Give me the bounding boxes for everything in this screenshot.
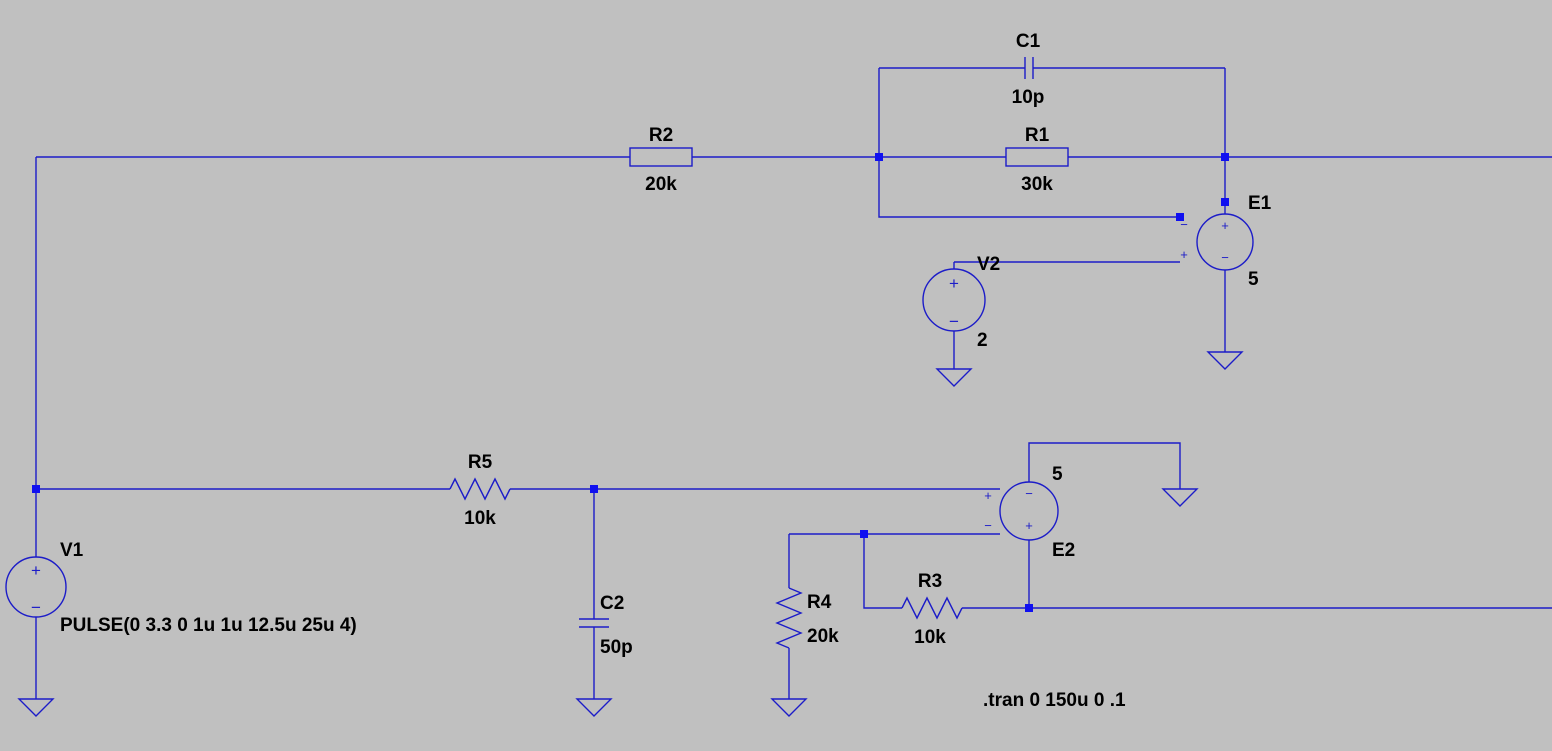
junction-dot [1176, 213, 1184, 221]
junction-dot [1025, 604, 1033, 612]
junction-dot [860, 530, 868, 538]
e2-value: 5 [1052, 464, 1063, 485]
v2-minus: − [949, 312, 959, 331]
e1-out-plus: + [1221, 218, 1229, 233]
junction-dot [1221, 198, 1229, 206]
resistor-r2[interactable]: R2 20k [629, 125, 693, 195]
v1-ref: V1 [60, 540, 84, 561]
resistor-r4[interactable]: R4 20k [775, 587, 839, 649]
junction-dot [590, 485, 598, 493]
e2-ctrl-minus: − [984, 518, 992, 533]
v1-plus: + [31, 561, 41, 580]
v2-ref: V2 [977, 254, 1000, 275]
v1-value: PULSE(0 3.3 0 1u 1u 12.5u 25u 4) [60, 615, 357, 636]
e2-ctrl-plus: + [984, 488, 992, 503]
junction-dot [32, 485, 40, 493]
ground-symbol [770, 698, 808, 717]
r4-value: 20k [807, 626, 839, 647]
c1-value: 10p [1012, 87, 1045, 108]
junctions [32, 153, 1229, 612]
ground-symbol [935, 368, 973, 387]
c2-value: 50p [600, 637, 633, 658]
e2-ref: E2 [1052, 540, 1075, 561]
r1-ref: R1 [1025, 125, 1050, 146]
voltage-source-v2[interactable]: + − V2 2 [922, 254, 1000, 351]
r1-value: 30k [1021, 174, 1053, 195]
resistor-r1[interactable]: R1 30k [1005, 125, 1069, 195]
e2-out-minus: − [1025, 486, 1033, 501]
resistor-r5[interactable]: R5 10k [449, 452, 511, 529]
wires [35, 67, 1552, 699]
junction-dot [875, 153, 883, 161]
vcvs-e1[interactable]: + − − + E1 5 [1180, 193, 1271, 290]
r3-ref: R3 [918, 571, 942, 592]
r5-ref: R5 [468, 452, 493, 473]
v2-value: 2 [977, 330, 988, 351]
ground-symbol [1161, 488, 1199, 507]
r2-value: 20k [645, 174, 677, 195]
spice-directive[interactable]: .tran 0 150u 0 .1 [983, 690, 1126, 711]
c2-ref: C2 [600, 593, 624, 614]
vcvs-e2[interactable]: − + + − 5 E2 [984, 464, 1075, 561]
junction-dot [1221, 153, 1229, 161]
e1-ref: E1 [1248, 193, 1272, 214]
r2-ref: R2 [649, 125, 673, 146]
r5-value: 10k [464, 508, 496, 529]
resistor-r3[interactable]: R3 10k [901, 571, 963, 648]
ground-symbol [17, 698, 55, 717]
ground-symbol [1206, 351, 1244, 370]
grounds [17, 351, 1244, 717]
r3-value: 10k [914, 627, 946, 648]
e1-ctrl-plus: + [1180, 247, 1188, 262]
e1-out-minus: − [1221, 250, 1229, 265]
v2-plus: + [949, 274, 959, 293]
c1-ref: C1 [1016, 31, 1041, 52]
e1-value: 5 [1248, 269, 1259, 290]
e2-out-plus: + [1025, 518, 1033, 533]
e1-ctrl-minus: − [1180, 217, 1188, 232]
capacitor-c1[interactable]: C1 10p [1012, 31, 1045, 108]
capacitor-c2[interactable]: C2 50p [579, 593, 633, 658]
ground-symbol [575, 698, 613, 717]
voltage-source-v1[interactable]: + − V1 PULSE(0 3.3 0 1u 1u 12.5u 25u 4) [5, 540, 357, 636]
v1-minus: − [31, 598, 41, 617]
r4-ref: R4 [807, 592, 832, 613]
